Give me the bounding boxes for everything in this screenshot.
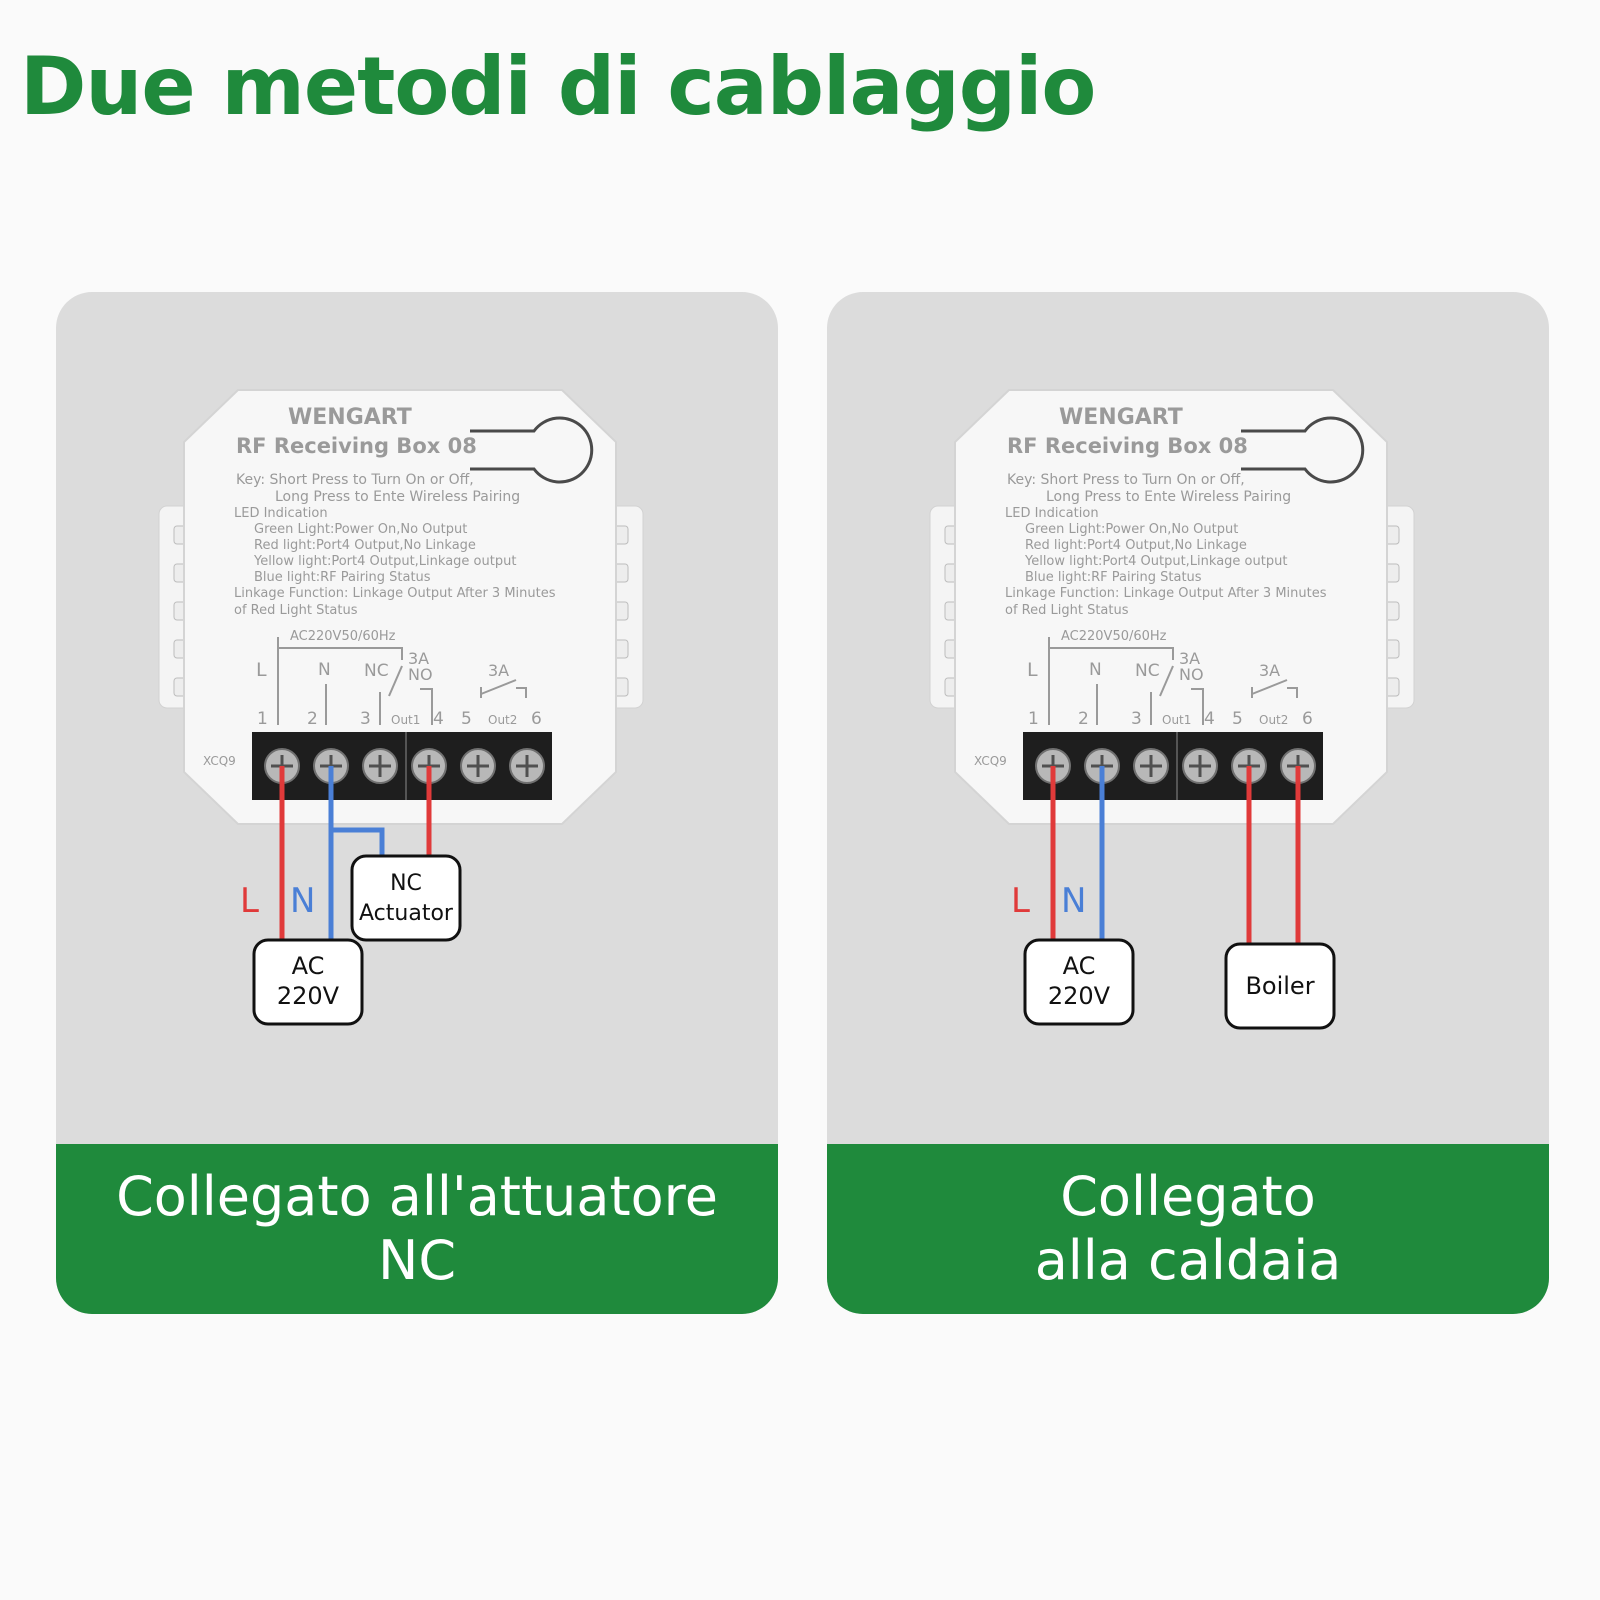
terminal-number-4: 4 — [433, 709, 444, 729]
model-text: RF Receiving Box 08 — [236, 434, 477, 458]
label-l: L — [1027, 659, 1038, 681]
brand-text: WENGART — [1059, 405, 1183, 430]
caption-line2: NC — [377, 1229, 457, 1292]
terminal-number-5: 5 — [1232, 709, 1243, 729]
ac-box-line2: 220V — [277, 982, 340, 1010]
module-printed-text: WENGART RF Receiving Box 08 Key: Short P… — [203, 405, 556, 768]
neutral-wire-label: N — [290, 881, 315, 921]
ac-box-line1: AC — [1063, 952, 1096, 980]
model-code: XCQ9 — [203, 754, 236, 768]
ac-220v-box: AC 220V — [1023, 938, 1135, 1026]
caption-line1: Collegato — [1060, 1165, 1316, 1228]
label-3a-out2: 3A — [488, 661, 509, 680]
key-line2: Long Press to Ente Wireless Pairing — [275, 489, 520, 505]
boiler-box-label: Boiler — [1245, 972, 1314, 1000]
nc-actuator-box: NC Actuator — [350, 854, 462, 942]
caption-nc-actuator: Collegato all'attuatore NC — [56, 1144, 778, 1314]
wires — [1050, 766, 1301, 944]
printed-wiring-marks — [1048, 637, 1298, 725]
linkage-line1: Linkage Function: Linkage Output After 3… — [234, 586, 556, 601]
terminal-screw-3 — [362, 748, 398, 784]
model-code: XCQ9 — [974, 754, 1007, 768]
live-wire-label: L — [240, 881, 259, 921]
wiring-panel-boiler: WENGART RF Receiving Box 08 Key: Short P… — [827, 292, 1549, 1314]
led-green: Green Light:Power On,No Output — [1025, 522, 1238, 537]
out2-label: Out2 — [488, 713, 517, 727]
ac-220v-box: AC 220V — [252, 938, 364, 1026]
terminal-number-5: 5 — [461, 709, 472, 729]
boiler-box: Boiler — [1224, 942, 1336, 1030]
label-3a-out1: 3A — [408, 649, 429, 668]
wiring-diagram-boiler: WENGART RF Receiving Box 08 Key: Short P… — [929, 389, 1415, 1030]
model-text: RF Receiving Box 08 — [1007, 434, 1248, 458]
terminal-number-6: 6 — [531, 709, 542, 729]
key-line2: Long Press to Ente Wireless Pairing — [1046, 489, 1291, 505]
relay-module — [929, 389, 1415, 825]
terminal-block — [252, 732, 552, 800]
label-nc: NC — [364, 661, 389, 681]
led-heading: LED Indication — [1005, 506, 1099, 521]
led-yellow: Yellow light:Port4 Output,Linkage output — [1024, 554, 1287, 569]
linkage-line1: Linkage Function: Linkage Output After 3… — [1005, 586, 1327, 601]
brand-text: WENGART — [288, 405, 412, 430]
label-l: L — [256, 659, 267, 681]
led-blue: Blue light:RF Pairing Status — [1025, 570, 1202, 585]
caption-line1: Collegato all'attuatore — [116, 1165, 718, 1228]
terminal-number-2: 2 — [1078, 709, 1089, 729]
key-line1: Key: Short Press to Turn On or Off, — [236, 472, 474, 488]
terminal-number-3: 3 — [1131, 709, 1142, 729]
label-no: NO — [1179, 665, 1204, 684]
out2-label: Out2 — [1259, 713, 1288, 727]
caption-line2: alla caldaia — [1034, 1229, 1342, 1292]
led-yellow: Yellow light:Port4 Output,Linkage output — [253, 554, 516, 569]
terminal-number-3: 3 — [360, 709, 371, 729]
label-n: N — [1089, 660, 1102, 680]
terminal-screw-4 — [1182, 748, 1218, 784]
led-heading: LED Indication — [234, 506, 328, 521]
terminal-number-4: 4 — [1204, 709, 1215, 729]
terminal-screw-5 — [460, 748, 496, 784]
neutral-wire-label: N — [1061, 881, 1086, 921]
linkage-line2: of Red Light Status — [1005, 603, 1129, 618]
terminal-block — [1023, 732, 1323, 800]
key-line1: Key: Short Press to Turn On or Off, — [1007, 472, 1245, 488]
led-red: Red light:Port4 Output,No Linkage — [254, 538, 476, 553]
wiring-panel-nc-actuator: WENGART RF Receiving Box 08 Key: Short P… — [56, 292, 778, 1314]
terminal-screw-6 — [509, 748, 545, 784]
terminal-number-2: 2 — [307, 709, 318, 729]
linkage-line2: of Red Light Status — [234, 603, 358, 618]
terminal-number-1: 1 — [1028, 709, 1039, 729]
terminal-screw-3 — [1133, 748, 1169, 784]
out1-label: Out1 — [391, 713, 420, 727]
ac-box-line1: AC — [292, 952, 325, 980]
actuator-box-line2: Actuator — [359, 901, 454, 926]
ac-rating: AC220V50/60Hz — [1061, 629, 1167, 644]
actuator-box-line1: NC — [390, 871, 422, 896]
terminal-number-1: 1 — [257, 709, 268, 729]
caption-boiler: Collegato alla caldaia — [827, 1144, 1549, 1314]
label-nc: NC — [1135, 661, 1160, 681]
wiring-diagram-nc-actuator: WENGART RF Receiving Box 08 Key: Short P… — [158, 389, 644, 1026]
label-n: N — [318, 660, 331, 680]
label-no: NO — [408, 665, 433, 684]
neutral-to-actuator-wire — [331, 827, 385, 856]
terminal-number-6: 6 — [1302, 709, 1313, 729]
led-red: Red light:Port4 Output,No Linkage — [1025, 538, 1247, 553]
ac-rating: AC220V50/60Hz — [290, 629, 396, 644]
wires — [279, 766, 432, 940]
live-wire-label: L — [1011, 881, 1030, 921]
printed-wiring-marks — [277, 637, 527, 725]
relay-module — [158, 389, 644, 825]
module-printed-text: WENGART RF Receiving Box 08 Key: Short P… — [974, 405, 1327, 768]
label-3a-out1: 3A — [1179, 649, 1200, 668]
page-title: Due metodi di cablaggio — [20, 40, 1096, 133]
led-green: Green Light:Power On,No Output — [254, 522, 467, 537]
out1-label: Out1 — [1162, 713, 1191, 727]
led-blue: Blue light:RF Pairing Status — [254, 570, 431, 585]
label-3a-out2: 3A — [1259, 661, 1280, 680]
ac-box-line2: 220V — [1048, 982, 1111, 1010]
